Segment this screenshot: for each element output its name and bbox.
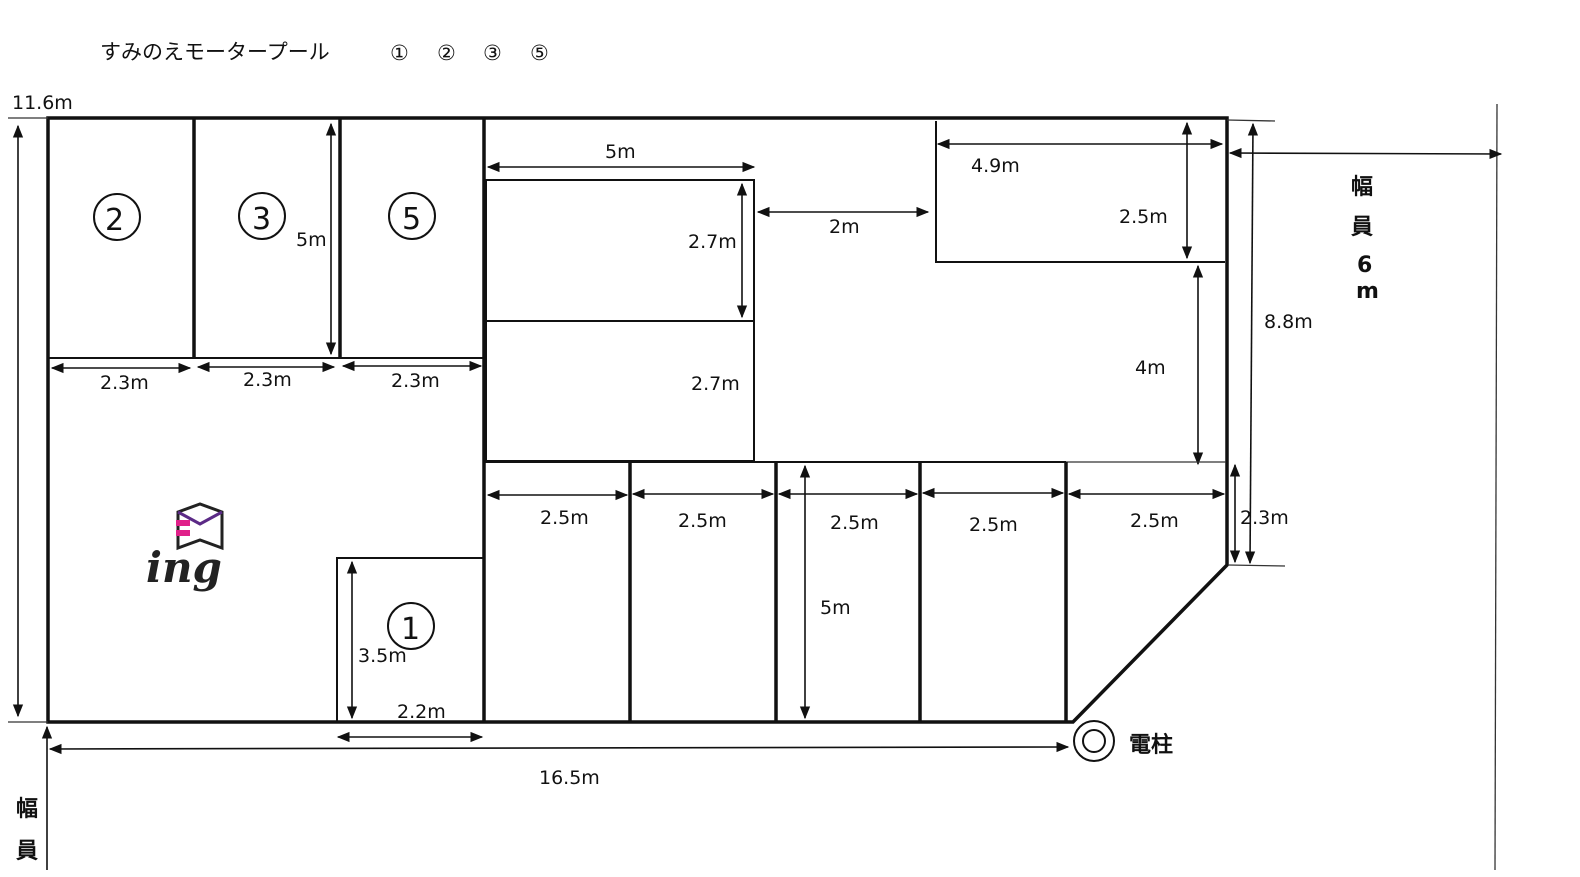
slot-5-digit: 5 — [402, 202, 421, 237]
title-mark-1: ① — [390, 41, 409, 65]
lot-boundary — [46, 116, 1229, 724]
slot-2-circle — [93, 193, 141, 241]
page-title: すみのえモータープール — [100, 40, 330, 64]
dim-2-5e: 2.5m — [1130, 510, 1179, 532]
dim-16-5: 16.5m — [539, 767, 600, 789]
slot-1-circle — [387, 602, 435, 650]
dim-2-3-right: 2.3m — [1240, 507, 1289, 529]
dim-4-9: 4.9m — [971, 155, 1020, 177]
dim-2-7b: 2.7m — [691, 373, 740, 395]
slot-3-digit: 3 — [252, 202, 271, 237]
road-left-char-2: 員 — [15, 839, 38, 864]
road-left-char-1: 幅 — [16, 797, 38, 822]
dim-2-5b: 2.5m — [678, 510, 727, 532]
dim-2-5d: 2.5m — [969, 514, 1018, 536]
utility-pole-outer — [1073, 720, 1115, 762]
dim-2-2: 2.2m — [397, 701, 446, 723]
road-right-char-3: 6 — [1357, 253, 1372, 278]
dim-2m: 2m — [829, 216, 860, 238]
title-mark-2: ② — [437, 41, 456, 65]
dim-5m-top: 5m — [605, 141, 636, 163]
dim-2-7a: 2.7m — [688, 231, 737, 253]
slot-top-right — [935, 121, 1225, 263]
logo-pink-bar — [176, 530, 190, 536]
dim-4m: 4m — [1135, 357, 1166, 379]
slot-3-circle — [238, 192, 286, 240]
ing-logo: ing — [146, 502, 224, 592]
logo-text: ing — [146, 543, 222, 592]
road-right-char-1: 幅 — [1351, 175, 1373, 200]
dim-5m-bottom: 5m — [820, 597, 851, 619]
logo-pink-bar — [176, 520, 190, 526]
road-right-char-4: m — [1356, 279, 1379, 304]
slot-1-digit: 1 — [401, 612, 420, 647]
dim-line-8-8 — [1244, 122, 1259, 565]
slot-2-digit: 2 — [105, 203, 124, 238]
top-edge-extension-right — [1226, 119, 1276, 122]
dim-line-16-5 — [48, 741, 1070, 755]
title-mark-5: ⑤ — [530, 41, 549, 65]
dim-2-3b: 2.3m — [243, 369, 292, 391]
logo-roof — [177, 510, 223, 526]
dim-8-8: 8.8m — [1264, 311, 1313, 333]
road-right-char-2: 員 — [1350, 215, 1373, 240]
dim-extension-2-3 — [1227, 564, 1286, 567]
utility-pole-label: 電柱 — [1129, 733, 1173, 758]
dim-2-5-right: 2.5m — [1119, 206, 1168, 228]
road-right-edge — [1494, 103, 1498, 871]
dim-2-5c: 2.5m — [830, 512, 879, 534]
slot-1-outline — [336, 557, 484, 722]
slot-5-circle — [388, 192, 436, 240]
dim-line-road-right — [1228, 147, 1503, 160]
dim-2-5a: 2.5m — [540, 507, 589, 529]
dim-5m-left: 5m — [296, 229, 327, 251]
title-mark-3: ③ — [483, 41, 502, 65]
dim-11-6: 11.6m — [12, 92, 73, 114]
dim-2-3a: 2.3m — [100, 372, 149, 394]
dim-3-5: 3.5m — [358, 645, 407, 667]
dim-2-3c: 2.3m — [391, 370, 440, 392]
utility-pole-inner — [1082, 729, 1106, 753]
logo-house-outline — [176, 502, 224, 551]
